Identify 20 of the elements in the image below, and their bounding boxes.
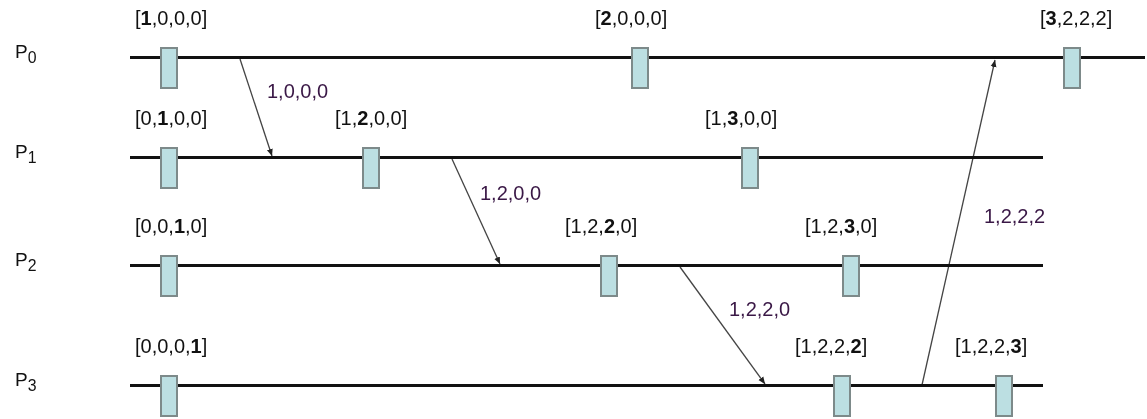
vector-timestamp: [2,0,0,0]: [595, 7, 668, 29]
message-arrow: [451, 158, 501, 265]
message-arrow: [239, 58, 273, 157]
process-label: P$_{1}$: [15, 141, 37, 167]
vector-timestamp: [0,1,0,0]: [135, 107, 208, 129]
vector-timestamp: [1,3,0,0]: [705, 107, 778, 129]
vector-timestamp: [0,0,0,1]: [135, 335, 208, 357]
vector-timestamp: [1,2,3,0]: [805, 215, 878, 237]
vector-timestamp: [1,2,2,3]: [955, 335, 1028, 357]
message-arrow: [921, 59, 997, 386]
process-label: P$_{2}$: [15, 249, 37, 275]
vector-timestamp: [0,0,1,0]: [135, 215, 208, 237]
vector-timestamp: [1,2,2,2]: [795, 335, 868, 357]
process-label: P$_{3}$: [15, 369, 37, 395]
vector-timestamp: [1,2,0,0]: [335, 107, 408, 129]
vector-timestamp: [1,2,2,0]: [565, 215, 638, 237]
vector-timestamp: [1,0,0,0]: [135, 7, 208, 29]
vector-timestamp: [3,2,2,2]: [1040, 7, 1113, 29]
process-label: P$_{0}$: [15, 41, 37, 67]
message-arrow: [679, 266, 766, 385]
